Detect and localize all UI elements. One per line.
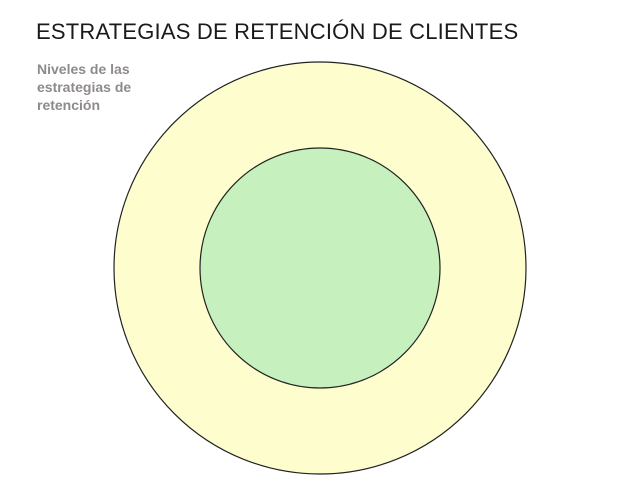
middle-ring	[199, 147, 441, 389]
diagram-subtitle: Niveles de las estrategias de retención	[37, 61, 132, 113]
diagram-title: ESTRATEGIAS DE RETENCIÓN DE CLIENTES	[36, 19, 519, 44]
